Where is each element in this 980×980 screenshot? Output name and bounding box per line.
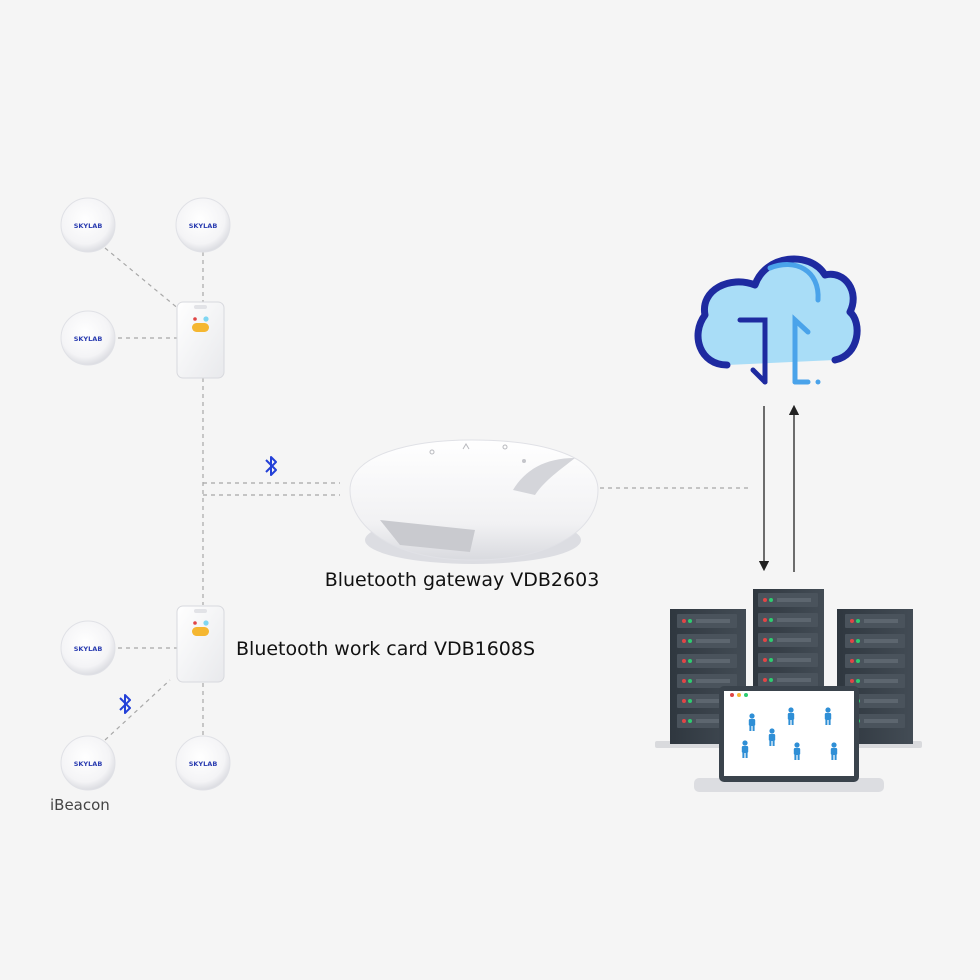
svg-text:SKYLAB: SKYLAB	[74, 645, 103, 653]
svg-text:SKYLAB: SKYLAB	[189, 222, 218, 230]
gateway-label: Bluetooth gateway VDB2603	[325, 569, 600, 591]
svg-text:SKYLAB: SKYLAB	[74, 222, 103, 230]
gateway-device-icon	[349, 439, 599, 564]
svg-text:SKYLAB: SKYLAB	[74, 335, 103, 343]
svg-text:SKYLAB: SKYLAB	[74, 760, 103, 768]
ibeacon-icon: SKYLAB	[60, 310, 116, 366]
ibeacon-icon: SKYLAB	[175, 735, 231, 791]
ibeacon-label: iBeacon	[50, 796, 110, 814]
ibeacon-icon: SKYLAB	[60, 620, 116, 676]
connection-lines	[104, 247, 752, 741]
bluetooth-icon	[119, 694, 131, 714]
work-card-icon	[176, 301, 225, 379]
data-flow-arrows	[758, 404, 800, 572]
ibeacon-icon: SKYLAB	[175, 197, 231, 253]
ibeacon-icon: SKYLAB	[60, 735, 116, 791]
cloud-icon	[694, 255, 861, 385]
svg-text:SKYLAB: SKYLAB	[189, 760, 218, 768]
work-card-icon	[176, 605, 225, 683]
bluetooth-icon	[265, 456, 277, 476]
laptop-icon	[694, 686, 884, 792]
work-card-label: Bluetooth work card VDB1608S	[236, 638, 535, 660]
ibeacon-icon: SKYLAB	[60, 197, 116, 253]
